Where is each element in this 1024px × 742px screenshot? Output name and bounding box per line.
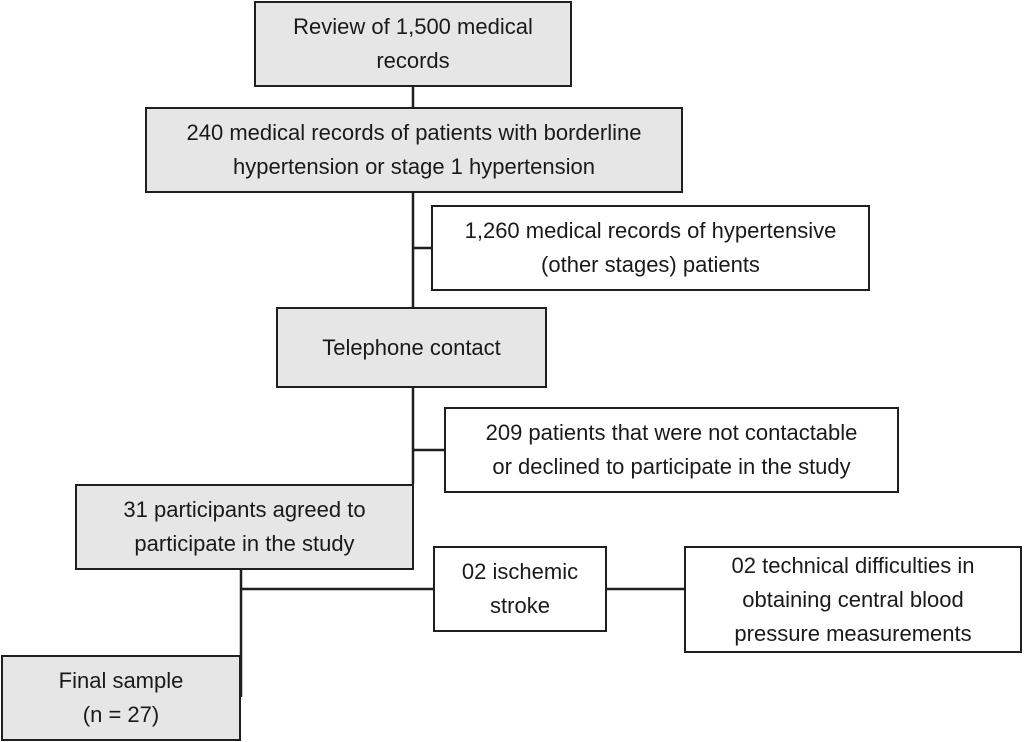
box-not-contactable: 209 patients that were not contactable o…	[444, 407, 899, 493]
box-final-sample: Final sample (n = 27)	[1, 655, 241, 741]
box-other-stages: 1,260 medical records of hypertensive (o…	[431, 205, 870, 291]
box-participants-agreed: 31 participants agreed to participate in…	[75, 484, 414, 570]
box-technical-difficulties: 02 technical difficulties in obtaining c…	[684, 546, 1022, 653]
box-borderline-hypertension: 240 medical records of patients with bor…	[145, 107, 683, 193]
box-ischemic-stroke: 02 ischemic stroke	[433, 546, 607, 632]
box-telephone-contact: Telephone contact	[276, 307, 547, 388]
box-review-records: Review of 1,500 medical records	[254, 1, 572, 87]
